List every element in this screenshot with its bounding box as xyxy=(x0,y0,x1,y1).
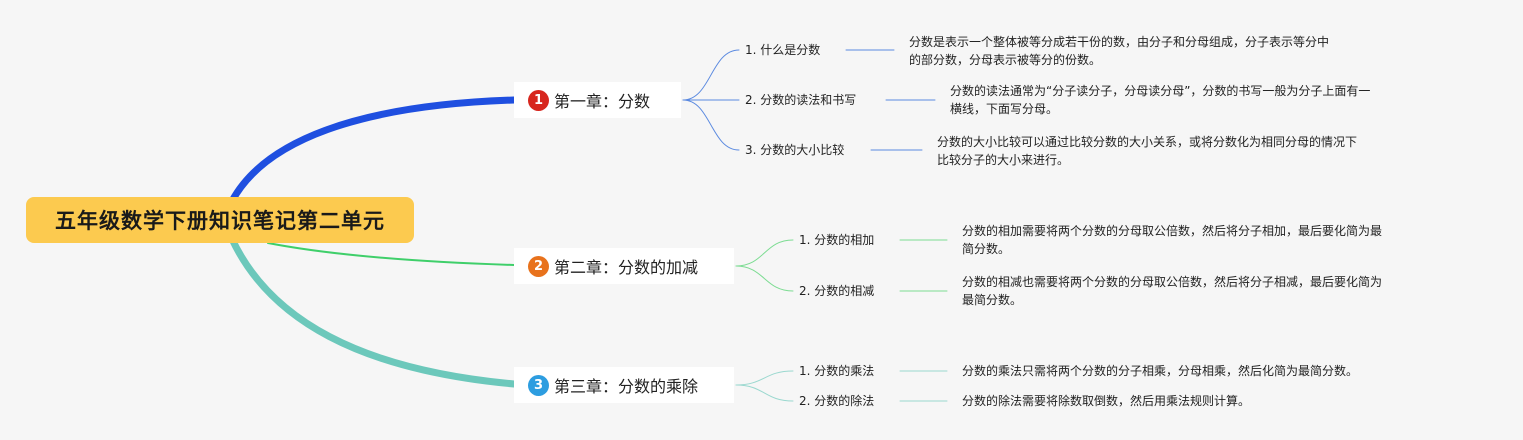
topic-connector xyxy=(735,239,794,267)
note-line: 分数的乘法只需将两个分数的分子相乘，分母相乘，然后化简为最简分数。 xyxy=(962,364,1359,378)
note-line: 简分数。 xyxy=(962,242,1011,256)
topic-note[interactable]: 分数是表示一个整体被等分成若干份的数，由分子和分母组成，分子表示等分中的部分数，… xyxy=(909,33,1329,69)
topic-note[interactable]: 分数的相加需要将两个分数的分母取公倍数，然后将分子相加，最后要化简为最简分数。 xyxy=(962,222,1382,258)
note-line: 分数的相减也需要将两个分数的分母取公倍数，然后将分子相减，最后要化简为 xyxy=(962,275,1383,289)
root-topic[interactable]: 五年级数学下册知识笔记第二单元 xyxy=(26,197,414,243)
topic-connector xyxy=(735,265,794,292)
topic-label[interactable]: 2. 分数的除法 xyxy=(799,394,875,408)
note-line: 分数的大小比较可以通过比较分数的大小关系，或将分数化为相同分母的情况下 xyxy=(937,135,1358,149)
topic-connector xyxy=(682,49,740,101)
chapter-2-node[interactable]: 2 第二章：分数的加减 xyxy=(514,248,734,284)
chapter-3-title: 第三章：分数的乘除 xyxy=(554,377,699,396)
topic-note[interactable]: 分数的相减也需要将两个分数的分母取公倍数，然后将分子相减，最后要化简为最简分数。 xyxy=(962,273,1382,309)
topic-label[interactable]: 1. 分数的乘法 xyxy=(799,364,875,378)
topic-connector xyxy=(682,99,740,151)
topic-label[interactable]: 2. 分数的读法和书写 xyxy=(745,93,857,107)
chapter-3-trunk-line xyxy=(228,235,518,388)
chapter-2-title: 第二章：分数的加减 xyxy=(554,258,699,277)
note-line: 的部分数，分母表示被等分的份数。 xyxy=(909,53,1102,67)
topic-label[interactable]: 3. 分数的大小比较 xyxy=(745,143,845,157)
chapter-2-trunk-line xyxy=(267,242,515,266)
note-line: 分数的读法通常为“分子读分子，分母读分母”，分数的书写一般为分子上面有一 xyxy=(950,84,1371,98)
topic-connector xyxy=(735,384,794,402)
topic-note[interactable]: 分数的乘法只需将两个分数的分子相乘，分母相乘，然后化简为最简分数。 xyxy=(962,362,1358,380)
topic-label[interactable]: 2. 分数的相减 xyxy=(799,284,875,298)
topic-note[interactable]: 分数的除法需要将除数取倒数，然后用乘法规则计算。 xyxy=(962,392,1250,410)
chapter-1-node[interactable]: 1 第一章：分数 xyxy=(514,82,681,118)
topic-connector xyxy=(735,370,794,386)
note-line: 分数的相加需要将两个分数的分母取公倍数，然后将分子相加，最后要化简为最 xyxy=(962,224,1383,238)
topic-label[interactable]: 1. 分数的相加 xyxy=(799,233,875,247)
note-line: 比较分子的大小来进行。 xyxy=(937,153,1070,167)
chapter-1-trunk-line xyxy=(228,96,518,205)
chapter-2-number-badge: 2 xyxy=(528,255,549,277)
note-line: 分数的除法需要将除数取倒数，然后用乘法规则计算。 xyxy=(962,394,1251,408)
topic-note[interactable]: 分数的大小比较可以通过比较分数的大小关系，或将分数化为相同分母的情况下比较分子的… xyxy=(937,133,1357,169)
topic-label[interactable]: 1. 什么是分数 xyxy=(745,43,821,57)
note-line: 横线，下面写分母。 xyxy=(950,102,1059,116)
note-line: 分数是表示一个整体被等分成若干份的数，由分子和分母组成，分子表示等分中 xyxy=(909,35,1330,49)
chapter-3-number-badge: 3 xyxy=(528,374,549,396)
topic-note[interactable]: 分数的读法通常为“分子读分子，分母读分母”，分数的书写一般为分子上面有一横线，下… xyxy=(950,82,1370,118)
chapter-3-node[interactable]: 3 第三章：分数的乘除 xyxy=(514,367,734,403)
note-line: 最简分数。 xyxy=(962,293,1023,307)
chapter-1-number-badge: 1 xyxy=(528,89,549,111)
chapter-1-title: 第一章：分数 xyxy=(554,92,651,111)
